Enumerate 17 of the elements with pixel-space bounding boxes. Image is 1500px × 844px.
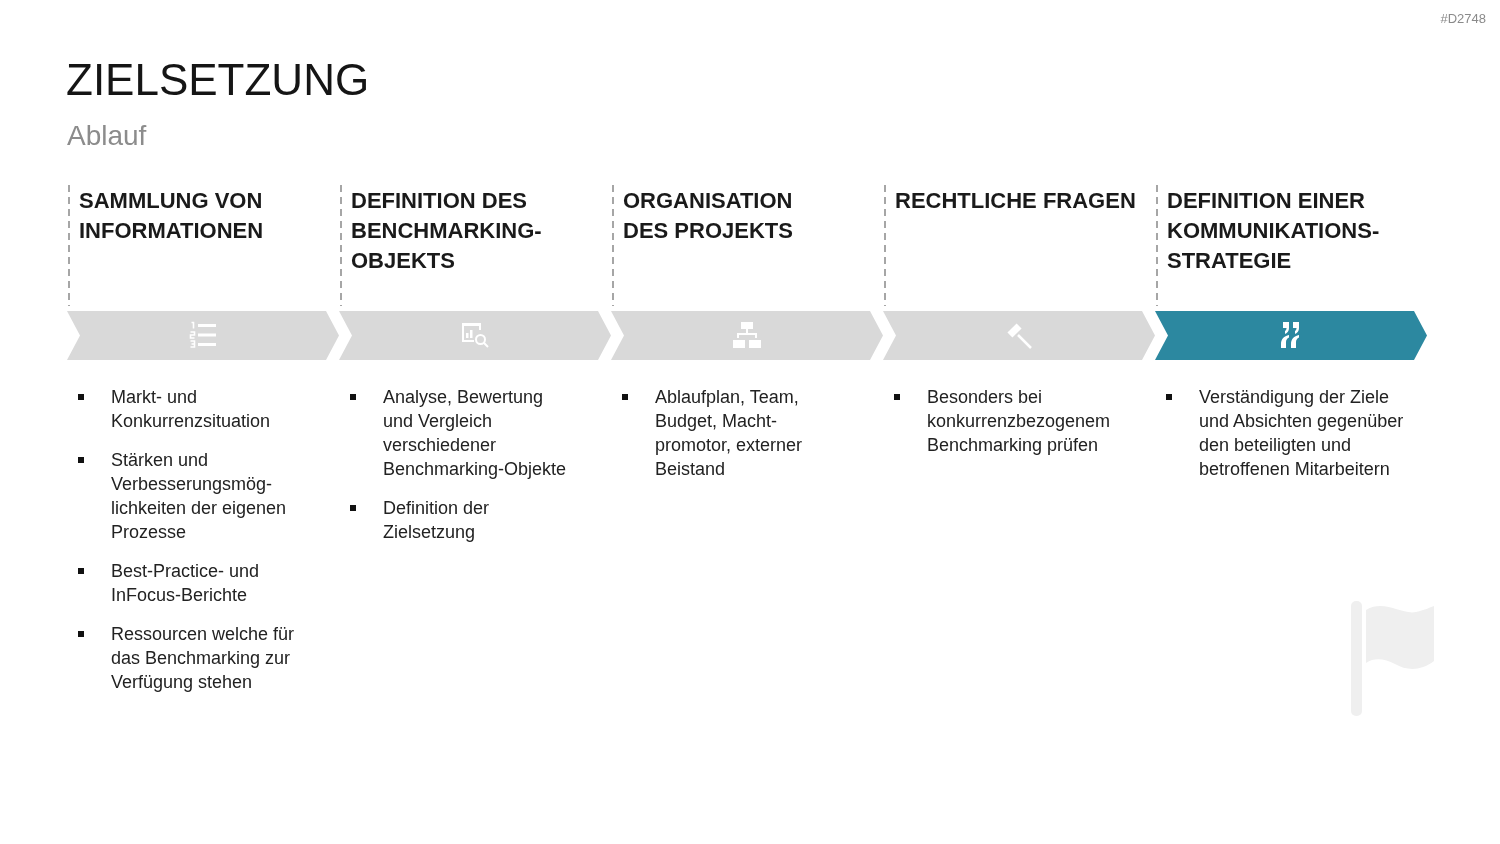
bullet-text: Ressourcen welche für das Benchmarking zur Verfügung stehen bbox=[111, 623, 296, 694]
bullet-text: Analyse, Bewertung und Vergleich verschiedener Benchmarking-Objekte bbox=[383, 386, 568, 481]
slide-code: #D2748 bbox=[1440, 11, 1486, 27]
bullet-text: Definition der Zielsetzung bbox=[383, 497, 491, 544]
bullet-text: Besonders bei konkurrenzbezogenem Benchmarking prüfen bbox=[927, 386, 1112, 457]
bullet-text: Ablaufplan, Team, Budget, Macht- promotor, externer Beistand bbox=[655, 386, 804, 481]
step-heading: ORGANISATION DES PROJEKTS bbox=[623, 187, 794, 245]
step-heading: RECHTLICHE FRAGEN bbox=[895, 187, 1137, 215]
step-heading: DEFINITION EINER KOMMUNIKATIONS- STRATEGIE bbox=[1167, 187, 1381, 275]
bullet-text: Stärken und Verbesserungsmög- lichkeiten der eigenen Prozesse bbox=[111, 449, 288, 544]
subtitle: Ablauf bbox=[67, 119, 147, 153]
step-heading: DEFINITION DES BENCHMARKING- OBJEKTS bbox=[351, 187, 543, 275]
step-heading: SAMMLUNG VON INFORMATIONEN bbox=[79, 187, 265, 245]
bullet-text: Best-Practice- und InFocus-Berichte bbox=[111, 560, 261, 607]
bullet-text: Markt- und Konkurrenzsituation bbox=[111, 386, 272, 433]
bullet-text: Verständigung der Ziele und Absichten gegenüber den beteiligten und betroffenen Mitarbeitern bbox=[1199, 386, 1404, 481]
title: ZIELSETZUNG bbox=[66, 54, 370, 106]
